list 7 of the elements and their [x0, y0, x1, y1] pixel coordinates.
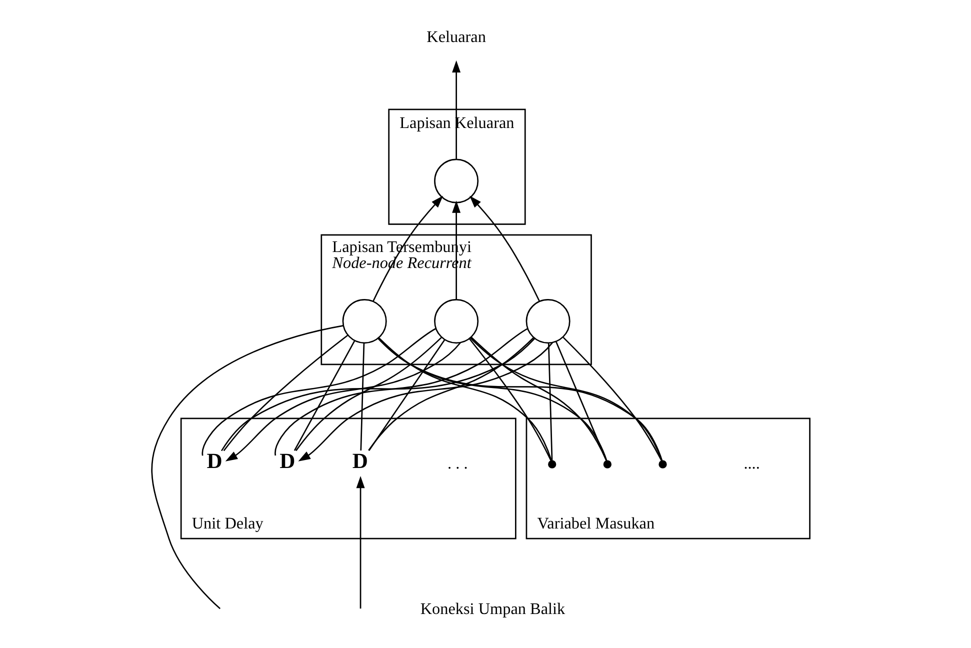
label: . . .	[447, 454, 468, 472]
node-text: Keluaran	[426, 28, 486, 46]
node-text: D	[206, 449, 222, 474]
node-text: D	[279, 449, 295, 474]
label: Koneksi Umpan Balik	[420, 600, 565, 618]
node-text: D	[352, 449, 368, 474]
label: ....	[743, 454, 760, 472]
